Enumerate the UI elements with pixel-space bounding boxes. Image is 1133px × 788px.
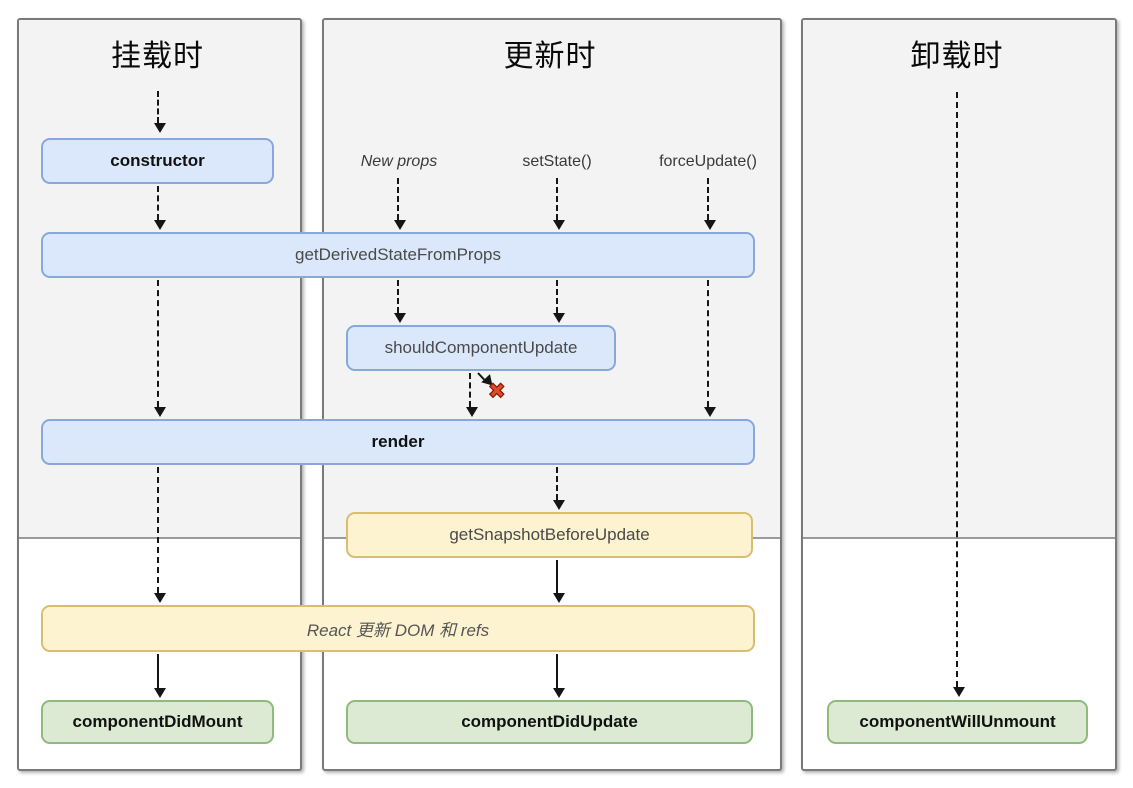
- arrow-gdsfp-to-render: [154, 280, 166, 417]
- panel-unmounting: [801, 18, 1117, 771]
- arrow-constructor-to-gdsfp: [154, 186, 166, 230]
- arrowhead: [154, 688, 166, 698]
- arrowhead: [466, 407, 478, 417]
- arrow-reactdom-to-cdu: [553, 654, 565, 698]
- arrowhead: [704, 220, 716, 230]
- arrowhead: [553, 220, 565, 230]
- column-title-unmounting: 卸载时: [910, 40, 1004, 73]
- arrow-render-to-reactdom: [154, 467, 166, 603]
- arrowhead: [154, 593, 166, 603]
- arrowhead: [953, 687, 965, 697]
- trigger-force-update: forceUpdate(): [659, 153, 757, 170]
- arrowhead: [553, 313, 565, 323]
- arrowhead: [553, 593, 565, 603]
- trigger-new-props: New props: [360, 153, 438, 170]
- render-phase-region: [803, 20, 1115, 539]
- arrow-scu-to-render: [466, 373, 478, 417]
- node-get-derived-state-from-props[interactable]: getDerivedStateFromProps: [41, 232, 755, 278]
- arrow-reactdom-to-cdm: [154, 654, 166, 698]
- node-component-did-mount[interactable]: componentDidMount: [41, 700, 274, 744]
- arrow-gdsfp-to-scu: [553, 280, 565, 323]
- arrowhead: [154, 123, 166, 133]
- arrowhead: [394, 313, 406, 323]
- abort-x-icon: ✖: [487, 380, 506, 403]
- arrowhead: [553, 688, 565, 698]
- arrow-gsbu-to-reactdom: [553, 560, 565, 603]
- arrowhead: [154, 407, 166, 417]
- node-get-snapshot-before-update[interactable]: getSnapshotBeforeUpdate: [346, 512, 753, 558]
- node-should-component-update[interactable]: shouldComponentUpdate: [346, 325, 616, 371]
- arrowhead: [394, 220, 406, 230]
- node-constructor[interactable]: constructor: [41, 138, 274, 184]
- arrow-forceupdate-to-gdsfp: [704, 178, 716, 230]
- arrow-setstate-to-gdsfp: [553, 178, 565, 230]
- arrowhead: [154, 220, 166, 230]
- arrow-title-to-cwu: [953, 92, 965, 697]
- node-component-will-unmount[interactable]: componentWillUnmount: [827, 700, 1088, 744]
- panel-updating: [322, 18, 782, 771]
- column-title-updating: 更新时: [503, 40, 597, 73]
- arrow-newprops-to-gdsfp: [394, 178, 406, 230]
- arrow-title-to-constructor: [154, 91, 166, 133]
- arrow-gdsfp-to-scu: [394, 280, 406, 323]
- arrowhead: [553, 500, 565, 510]
- arrowhead: [704, 407, 716, 417]
- arrow-gdsfp-to-render-direct: [704, 280, 716, 417]
- node-component-did-update[interactable]: componentDidUpdate: [346, 700, 753, 744]
- column-title-mounting: 挂载时: [111, 40, 204, 73]
- arrow-render-to-gsbu: [553, 467, 565, 510]
- trigger-set-state: setState(): [522, 153, 592, 170]
- node-render[interactable]: render: [41, 419, 755, 465]
- node-react-updates-dom: React 更新 DOM 和 refs: [41, 605, 755, 652]
